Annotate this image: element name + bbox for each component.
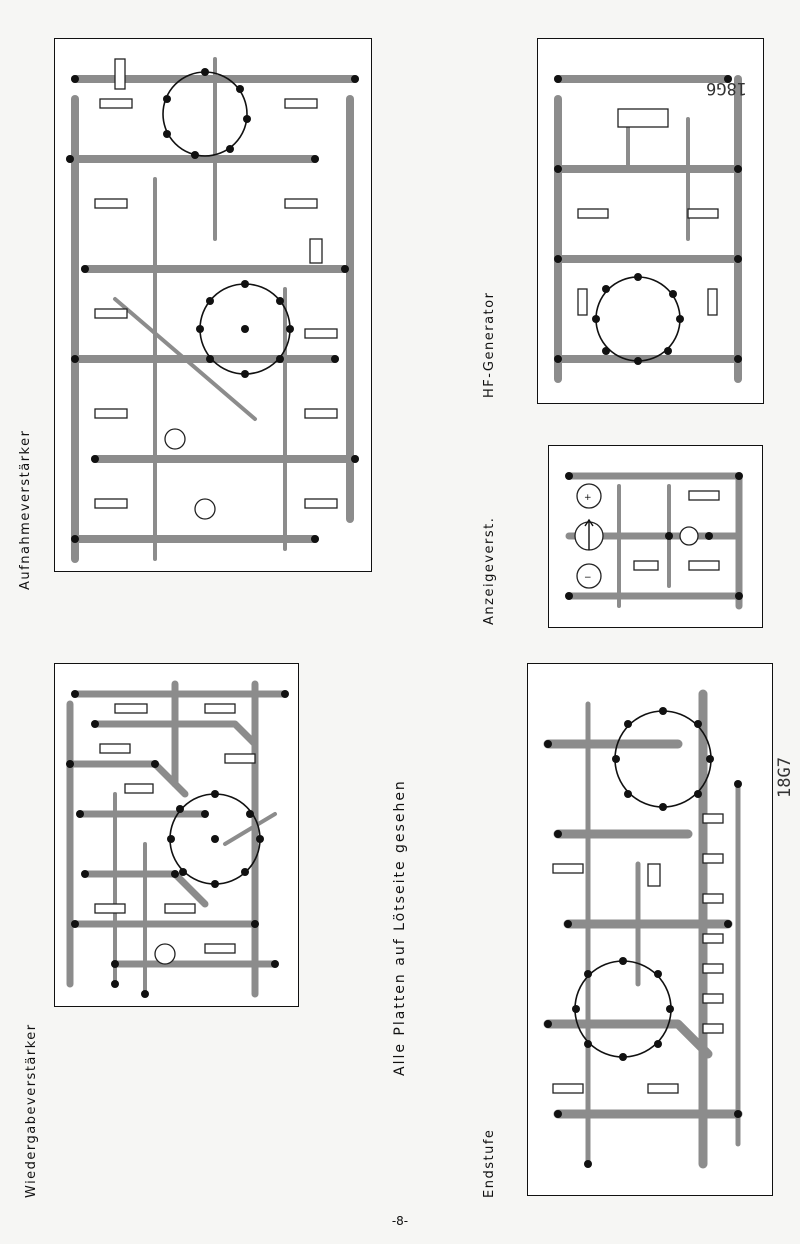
aufnahme-layout [66, 57, 359, 563]
meter-minus-label: − [584, 573, 592, 583]
endstufe-marking: 18G7 [775, 757, 795, 798]
board-aufnahme [54, 38, 372, 572]
title-endstufe: Endstufe [482, 1128, 497, 1198]
board-anzeige: − + [548, 445, 763, 628]
title-aufnahme: Aufnahmeverstärker [18, 429, 33, 590]
page-number: -8- [391, 1214, 409, 1228]
hf-layout [554, 75, 742, 383]
title-anzeige: Anzeigeverst. [482, 516, 497, 625]
meter-plus-label: + [584, 493, 592, 503]
title-wiedergabe: Wiedergabeverstärker [24, 1023, 39, 1198]
board-hf-generator [537, 38, 764, 404]
board-endstufe [527, 663, 773, 1196]
wiedergabe-layout [66, 680, 289, 998]
hf-marking: 18G6 [706, 78, 747, 98]
anzeige-layout: − + [565, 472, 743, 610]
endstufe-layout [543, 689, 743, 1169]
title-hf-generator: HF-Generator [482, 291, 497, 398]
board-wiedergabe [54, 663, 299, 1007]
footnote: Alle Platten auf Lötseite gesehen [392, 779, 408, 1076]
